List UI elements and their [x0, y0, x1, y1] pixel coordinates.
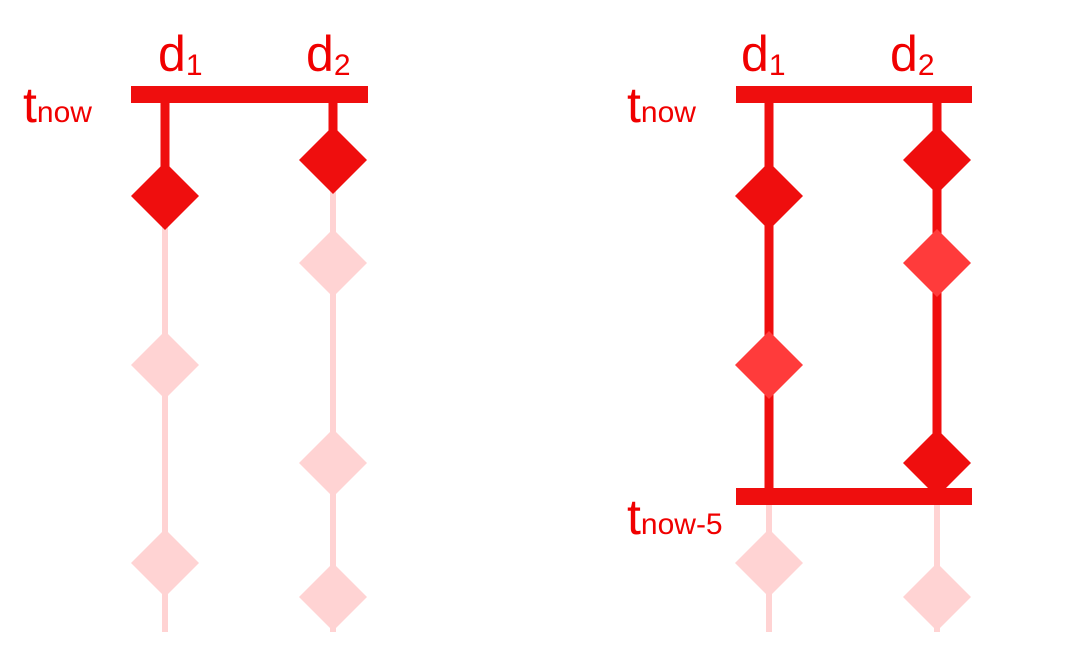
- right-panel: d1 d2 tnow tnow-5: [627, 26, 972, 632]
- time-label-now: tnow: [23, 77, 92, 133]
- d1-faded-marker: [131, 331, 199, 399]
- d1-active-marker: [131, 162, 199, 230]
- d2-active-marker: [299, 126, 367, 194]
- d2-active-marker: [903, 126, 971, 194]
- now-bar: [736, 86, 972, 103]
- d2-faded-marker: [299, 563, 367, 631]
- left-panel: d1 d2 tnow: [23, 26, 368, 632]
- d1-window-marker: [735, 331, 803, 399]
- d1-faded-marker: [735, 529, 803, 597]
- stream-label-d1: d1: [741, 26, 786, 82]
- time-label-now: tnow: [627, 77, 696, 133]
- d2-faded-marker: [299, 429, 367, 497]
- time-label-now-5: tnow-5: [627, 489, 723, 545]
- now-bar: [131, 86, 368, 103]
- stream-label-d2: d2: [890, 26, 935, 82]
- stream-label-d1: d1: [158, 26, 203, 82]
- d2-active-marker: [903, 429, 971, 497]
- d2-window-marker: [903, 229, 971, 297]
- now-5-bar: [736, 488, 972, 505]
- d1-active-marker: [735, 162, 803, 230]
- stream-label-d2: d2: [306, 26, 351, 82]
- d2-faded-marker: [299, 229, 367, 297]
- d2-faded-marker: [903, 563, 971, 631]
- d1-faded-marker: [131, 529, 199, 597]
